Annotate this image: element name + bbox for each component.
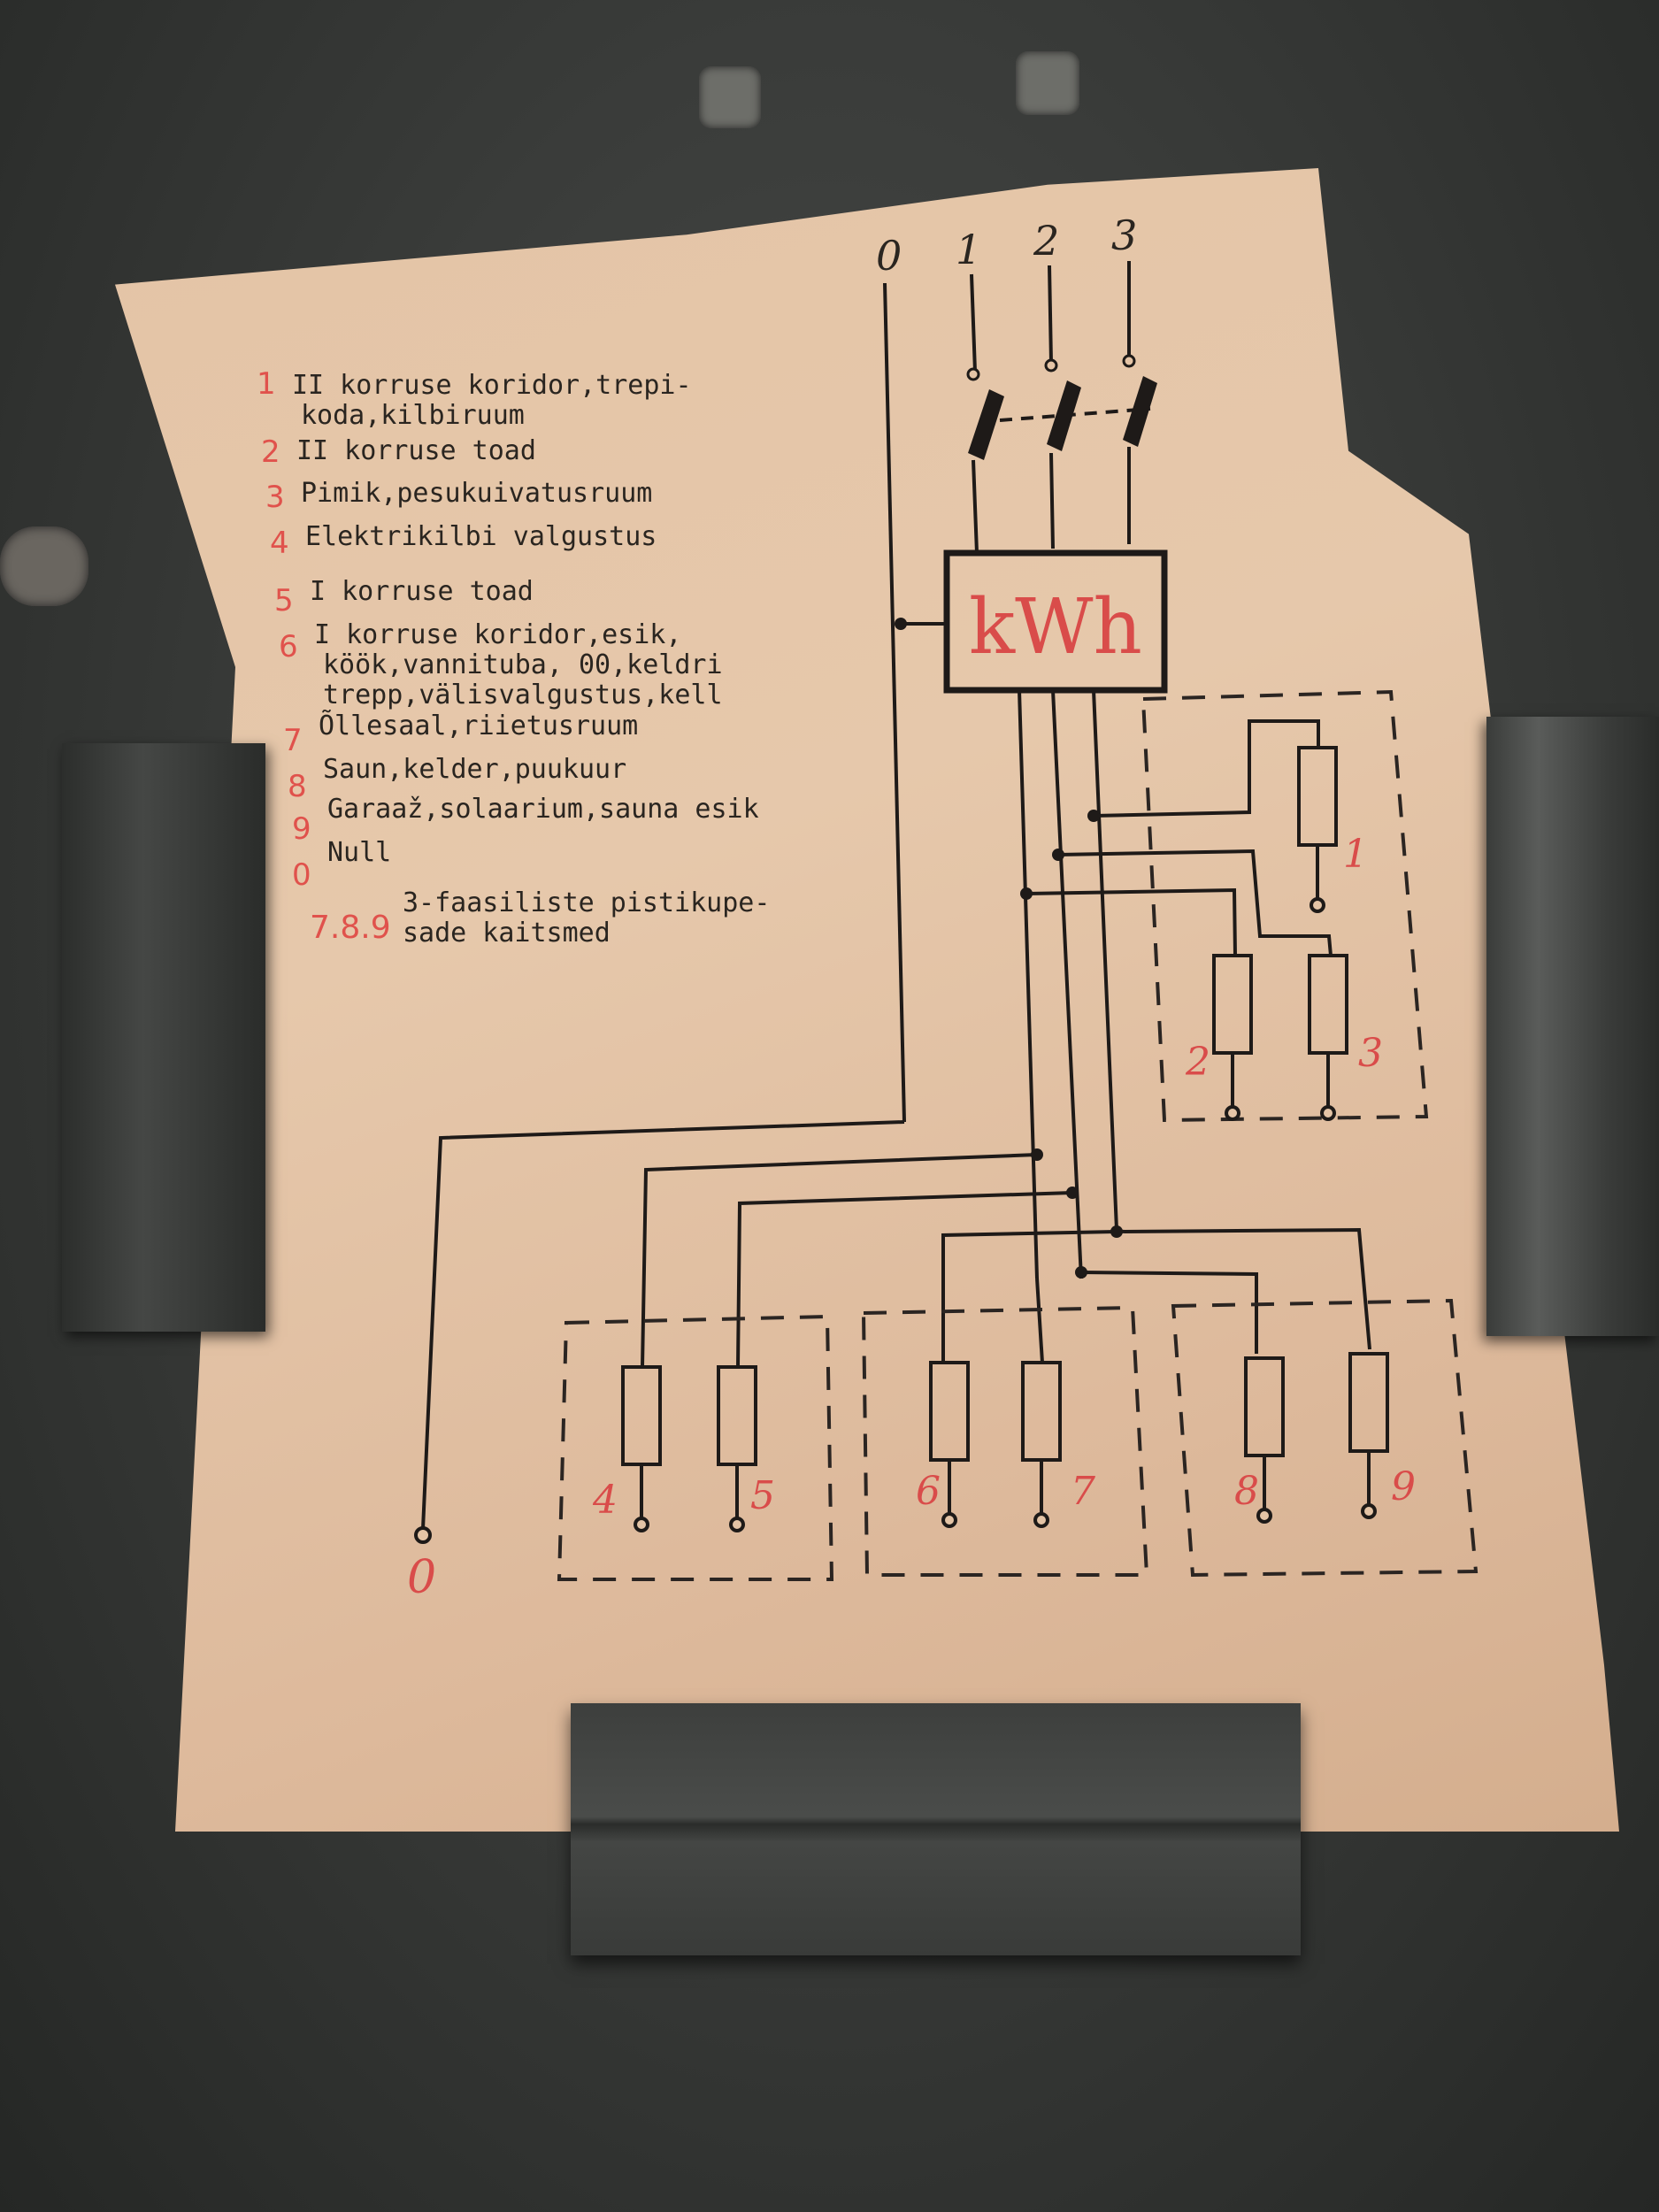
legend-text-4-0: I korruse toad <box>310 576 534 607</box>
bolt-left <box>699 66 761 128</box>
fuse-3: 3 <box>1308 954 1383 1121</box>
fuses: 1 2 3 4 5 6 7 8 9 <box>592 746 1416 1532</box>
clip-left <box>62 743 265 1332</box>
fuse-label-2: 2 <box>1185 1040 1210 1085</box>
fuse-8: 8 <box>1234 1356 1285 1524</box>
clip-bottom <box>571 1703 1301 1955</box>
fuse-label-1: 1 <box>1343 832 1368 877</box>
fuse-7: 7 <box>1021 1361 1095 1528</box>
fuse-4: 4 <box>592 1365 662 1532</box>
main-breaker <box>966 354 1157 460</box>
meter-label: kWh <box>969 583 1142 672</box>
phase-label-0: 0 <box>876 232 902 280</box>
legend-text-5-0: I korruse koridor,esik, <box>314 619 681 650</box>
legend-text-1-0: II korruse toad <box>296 435 536 466</box>
legend: 1 II korruse koridor,trepi-koda,kilbiruum… <box>257 366 770 949</box>
fuse-6: 6 <box>916 1361 970 1528</box>
legend-number-10: 7.8.9 <box>310 910 391 946</box>
legend-text-0-1: koda,kilbiruum <box>301 400 525 431</box>
legend-number-9: 0 <box>292 857 311 893</box>
legend-text-0-0: II korruse koridor,trepi- <box>292 370 692 401</box>
legend-number-4: 5 <box>274 583 294 618</box>
clip-right <box>1486 717 1659 1336</box>
legend-text-3-0: Elektrikilbi valgustus <box>305 521 657 552</box>
legend-text-9-0: Null <box>327 837 391 868</box>
legend-text-8-0: Garaaž,solaarium,sauna esik <box>327 794 759 825</box>
legend-number-6: 7 <box>283 723 303 758</box>
legend-text-10-1: sade kaitsmed <box>403 918 611 949</box>
legend-number-0: 1 <box>257 366 276 402</box>
fuse-2: 2 <box>1185 954 1253 1121</box>
energy-meter: kWh <box>943 549 1168 694</box>
legend-text-2-0: Pimik,pesukuivatusruum <box>301 478 652 509</box>
fuse-1: 1 <box>1297 746 1368 913</box>
fuse-label-3: 3 <box>1358 1031 1383 1076</box>
fuse-group-6-7 <box>861 1305 1149 1577</box>
legend-text-6-0: Õllesaal,riietusruum <box>319 709 638 741</box>
phase-label-2: 2 <box>1033 217 1059 265</box>
fuse-label-7: 7 <box>1071 1469 1095 1514</box>
fuse-label-5: 5 <box>750 1473 775 1518</box>
phase-label-1: 1 <box>956 226 981 273</box>
fuse-group-8-9 <box>1171 1298 1479 1578</box>
bolt-right <box>1016 51 1079 115</box>
fuse-label-9: 9 <box>1391 1464 1416 1509</box>
fuse-5: 5 <box>717 1365 775 1532</box>
fuse-label-6: 6 <box>916 1469 941 1514</box>
wiring <box>414 261 1371 1544</box>
legend-number-5: 6 <box>279 629 298 664</box>
legend-text-5-1: köök,vannituba, 00,keldri <box>323 649 723 680</box>
legend-number-7: 8 <box>288 769 307 804</box>
fuse-groups <box>557 689 1479 1581</box>
fuse-label-8: 8 <box>1234 1469 1259 1514</box>
null-terminal-label: 0 <box>407 1551 436 1604</box>
fuse-group-4-5 <box>557 1314 834 1581</box>
phase-labels: 0 1 2 3 <box>876 211 1137 280</box>
legend-text-5-2: trepp,välisvalgustus,kell <box>323 680 723 710</box>
fuse-label-4: 4 <box>592 1478 618 1523</box>
fuse-group-1-3 <box>1141 689 1429 1123</box>
legend-text-7-0: Saun,kelder,puukuur <box>323 754 626 785</box>
legend-text-10-0: 3-faasiliste pistikupe- <box>403 887 770 918</box>
fuse-9: 9 <box>1348 1352 1416 1519</box>
legend-number-1: 2 <box>261 434 280 470</box>
legend-number-2: 3 <box>265 480 285 515</box>
legend-number-8: 9 <box>292 811 311 847</box>
legend-number-3: 4 <box>270 526 289 561</box>
phase-label-3: 3 <box>1111 211 1137 259</box>
bolt-side <box>0 526 88 606</box>
